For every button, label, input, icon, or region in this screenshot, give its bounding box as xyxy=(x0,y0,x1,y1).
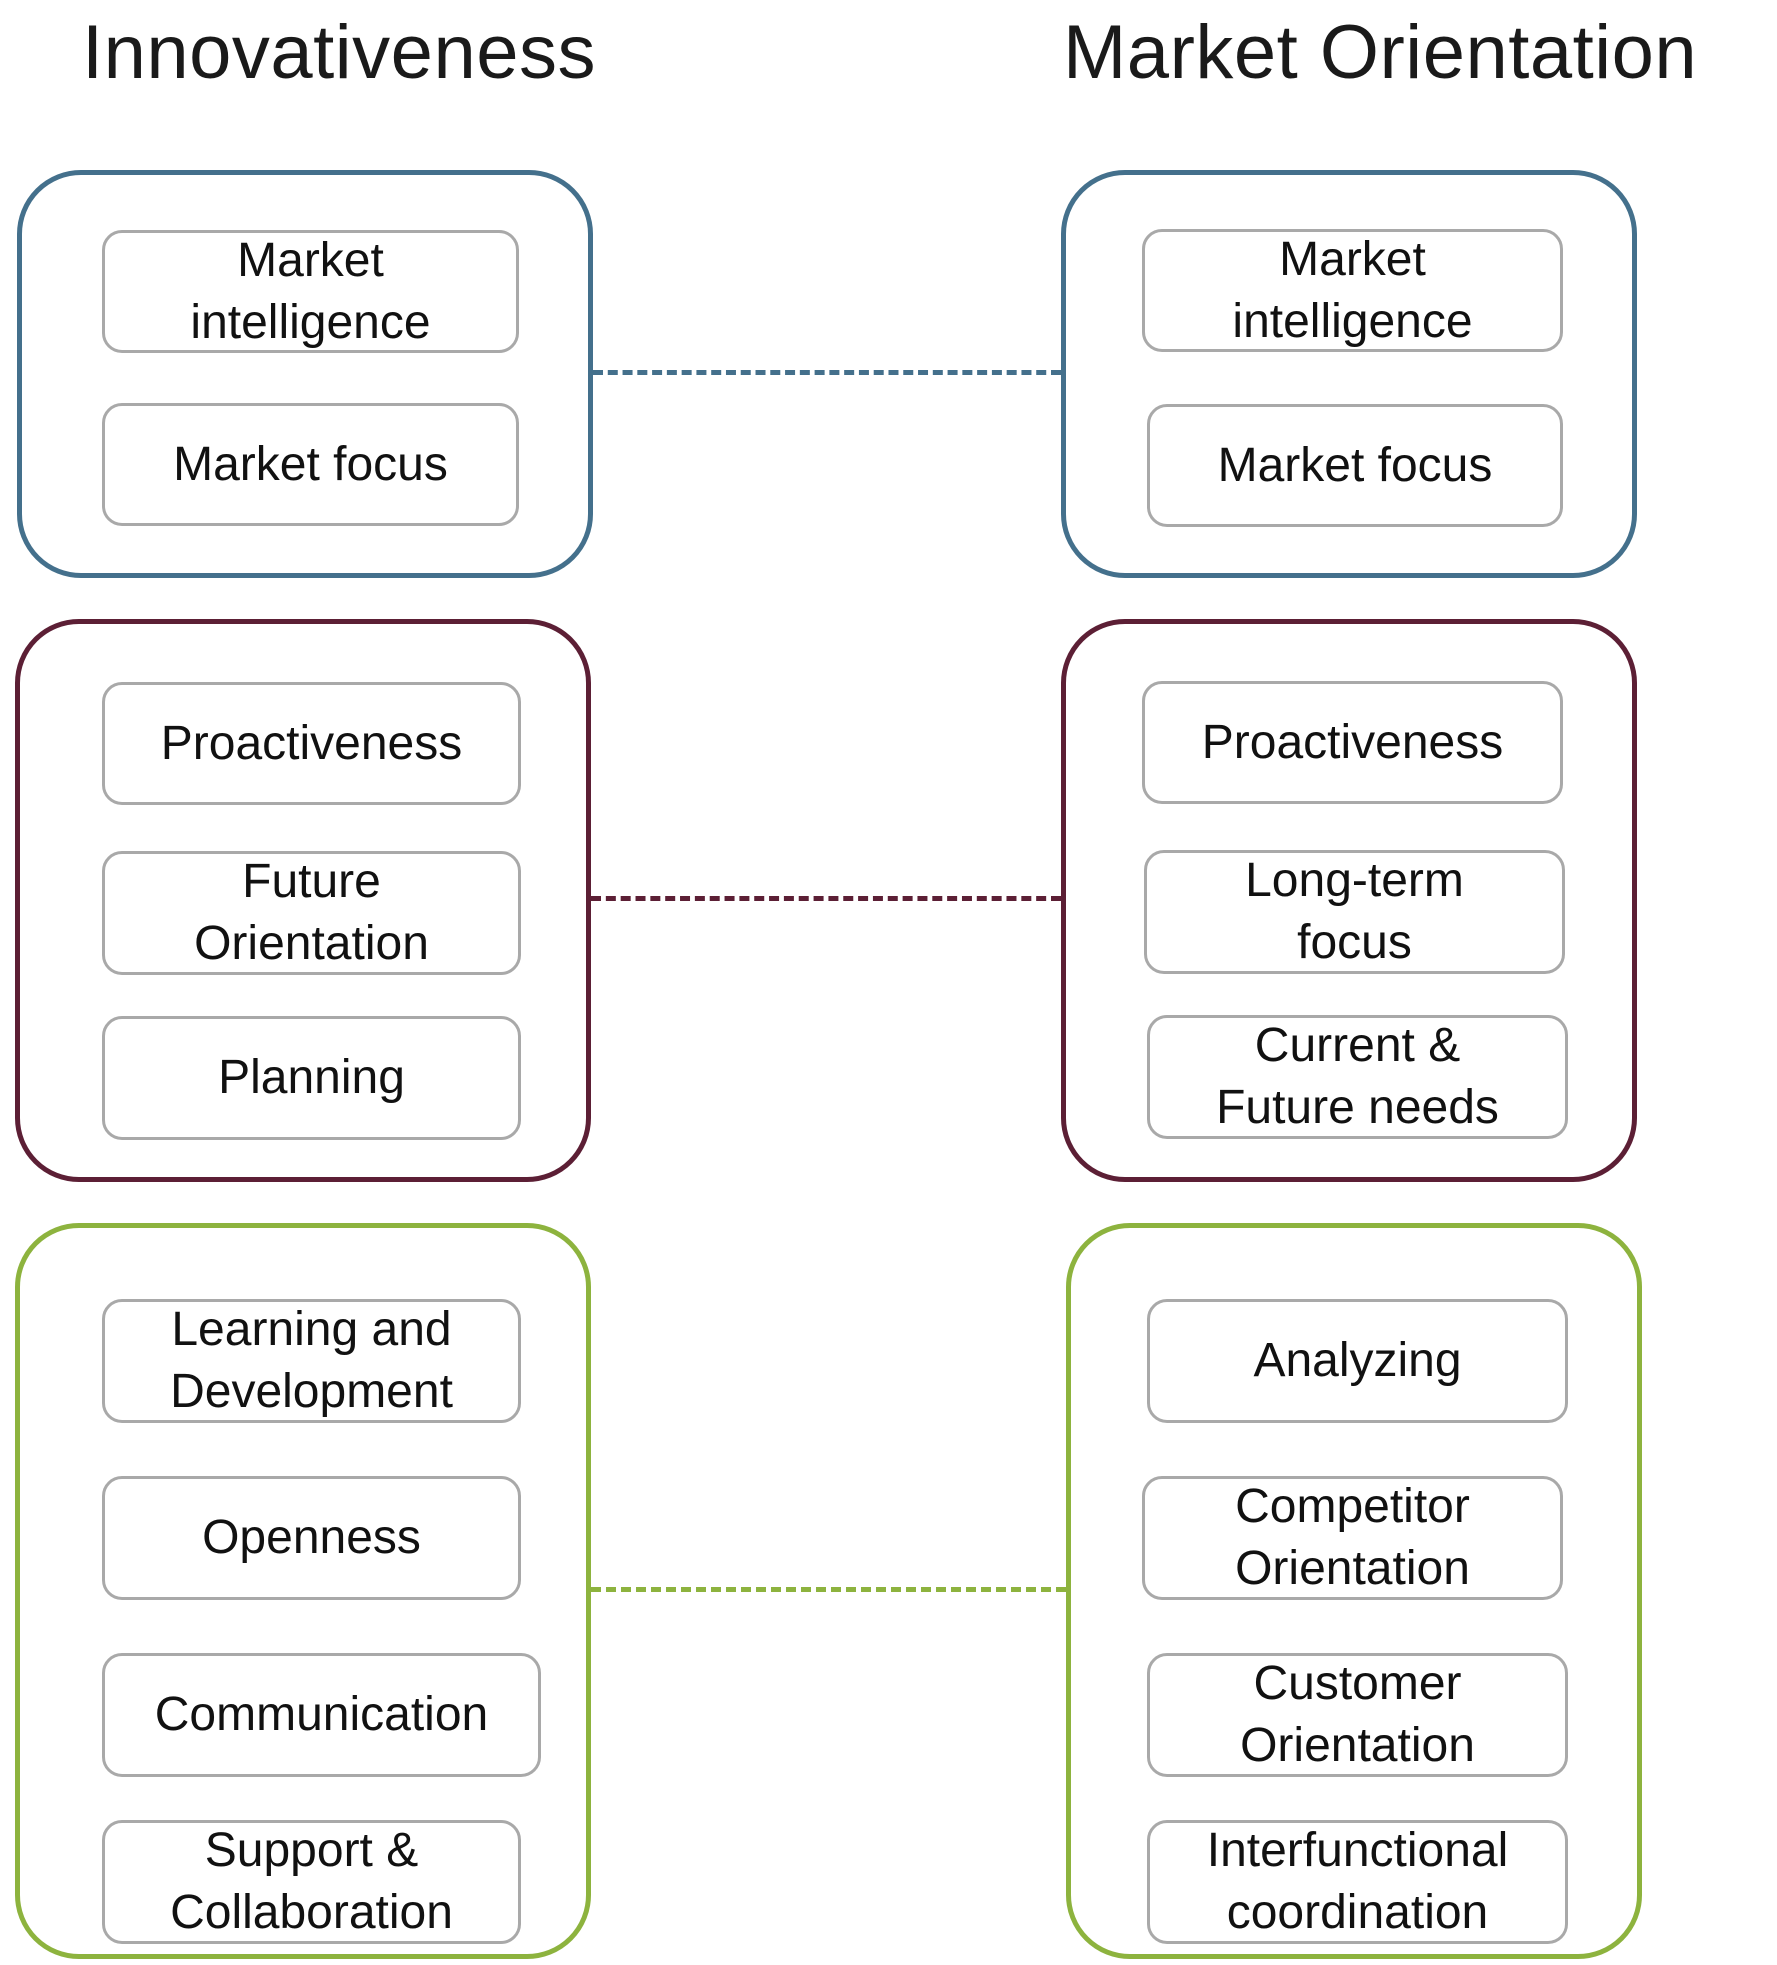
innovativeness-item-openness: Openness xyxy=(102,1476,521,1600)
market-orientation-item-proactiveness: Proactiveness xyxy=(1142,681,1563,804)
market-orientation-group-learning: Analyzing Competitor Orientation Custome… xyxy=(1066,1223,1642,1959)
market-orientation-item-market-intelligence: Market intelligence xyxy=(1142,229,1563,352)
innovativeness-item-learning-development: Learning and Development xyxy=(102,1299,521,1423)
innovativeness-item-future-orientation: Future Orientation xyxy=(102,851,521,975)
market-orientation-item-long-term-focus: Long-term focus xyxy=(1144,850,1565,974)
innovativeness-title: Innovativeness xyxy=(82,10,596,95)
innovativeness-item-planning: Planning xyxy=(102,1016,521,1140)
connector-proactive xyxy=(591,896,1061,901)
innovativeness-group-learning: Learning and Development Openness Commun… xyxy=(15,1223,591,1959)
innovativeness-group-market: Market intelligence Market focus xyxy=(17,170,593,578)
market-orientation-item-customer-orientation: Customer Orientation xyxy=(1147,1653,1568,1777)
market-orientation-item-current-future-needs: Current & Future needs xyxy=(1147,1015,1568,1139)
innovativeness-item-communication: Communication xyxy=(102,1653,541,1777)
market-orientation-item-competitor-orientation: Competitor Orientation xyxy=(1142,1476,1563,1600)
innovativeness-item-support-collaboration: Support & Collaboration xyxy=(102,1820,521,1944)
market-orientation-item-analyzing: Analyzing xyxy=(1147,1299,1568,1423)
market-orientation-group-proactive: Proactiveness Long-term focus Current & … xyxy=(1061,619,1637,1182)
connector-learning xyxy=(591,1587,1066,1592)
market-orientation-item-interfunctional-coordination: Interfunctional coordination xyxy=(1147,1820,1568,1944)
innovativeness-item-proactiveness: Proactiveness xyxy=(102,682,521,805)
innovativeness-group-proactive: Proactiveness Future Orientation Plannin… xyxy=(15,619,591,1182)
market-orientation-item-market-focus: Market focus xyxy=(1147,404,1563,527)
innovativeness-item-market-focus: Market focus xyxy=(102,403,519,526)
market-orientation-title: Market Orientation xyxy=(1063,10,1698,95)
market-orientation-group-market: Market intelligence Market focus xyxy=(1061,170,1637,578)
connector-market xyxy=(593,370,1061,375)
innovativeness-item-market-intelligence: Market intelligence xyxy=(102,230,519,353)
